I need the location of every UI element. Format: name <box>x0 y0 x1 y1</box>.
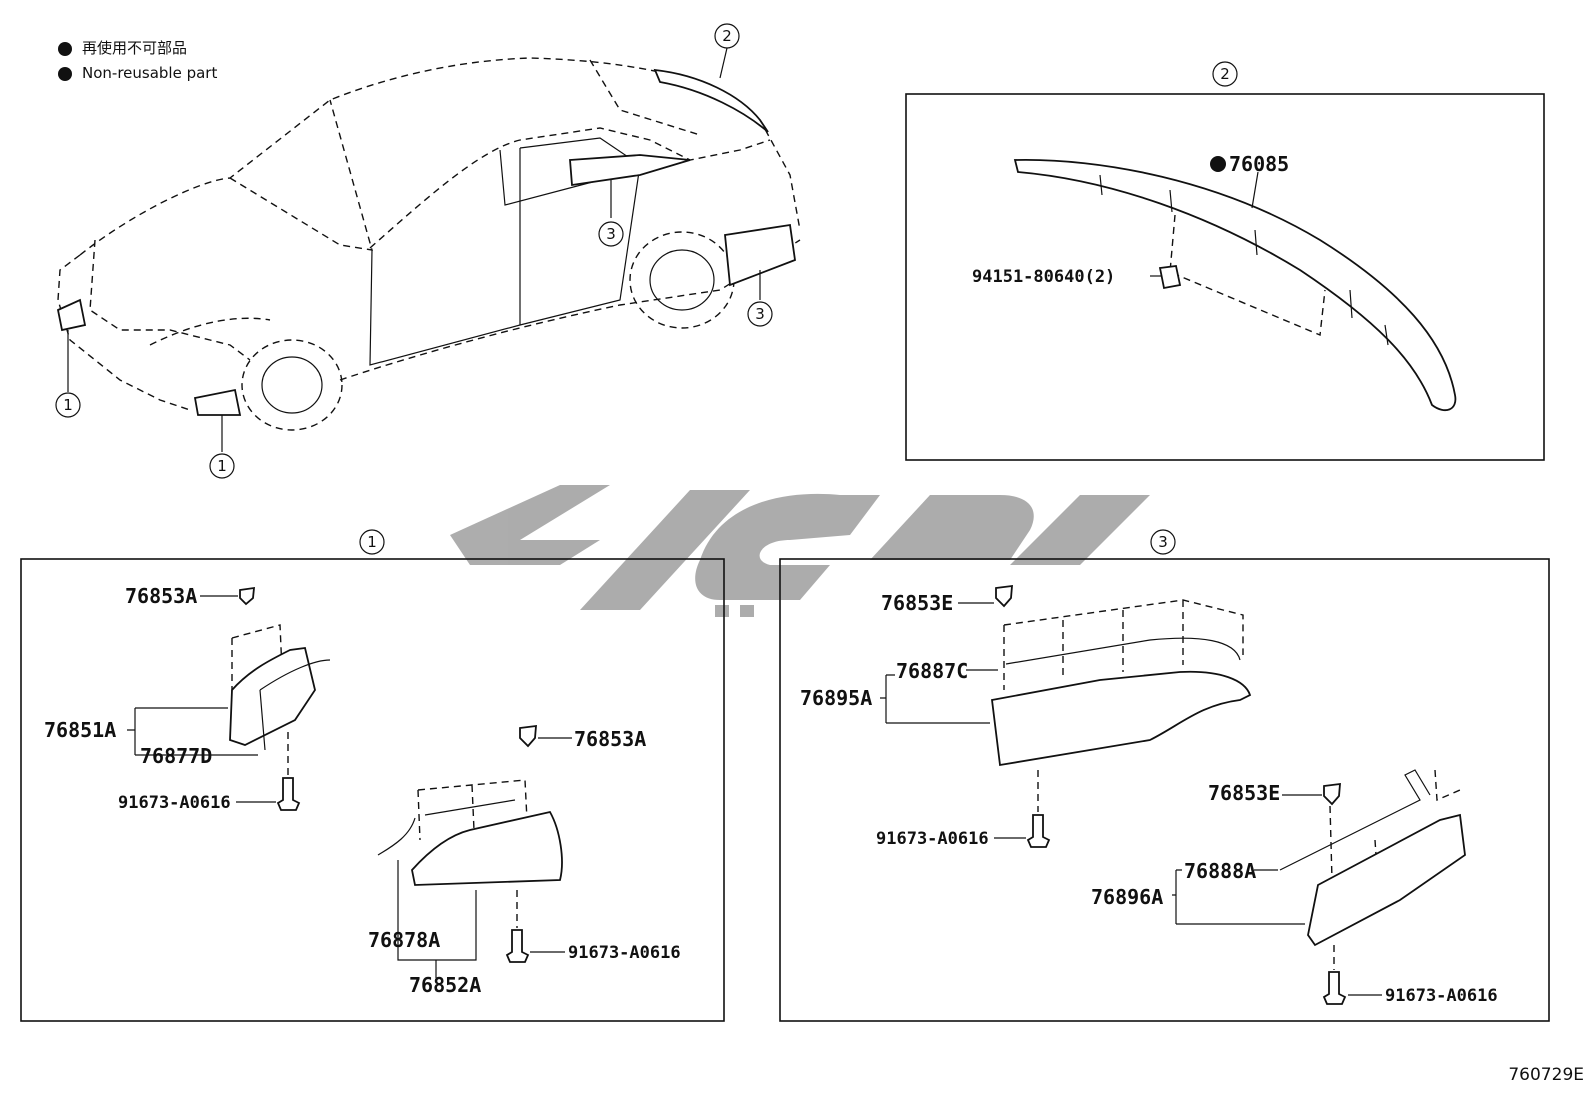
part-number-label: 76877D <box>140 744 212 768</box>
part-number-label: 76853E <box>881 591 953 615</box>
seal-76887c-part <box>1005 637 1241 665</box>
rear-wheel-arch <box>629 231 735 329</box>
spoiler-clips <box>1099 174 1389 346</box>
car-side-extension-part <box>569 154 691 187</box>
car-windshield <box>229 99 373 251</box>
car-headlamp <box>149 317 271 346</box>
leader-line <box>719 47 728 79</box>
seal-76877d-part <box>259 659 331 751</box>
panel-1-front-extensions: 1 76853A 76851A 76877D 91673-A0616 76853… <box>20 529 725 1022</box>
car-roof-line <box>369 127 771 249</box>
car-b-pillar <box>499 149 601 206</box>
car-front-extension-left <box>56 298 87 332</box>
extension-76852a-part <box>411 810 563 886</box>
car-body-outline <box>79 57 801 256</box>
callout-number: 1 <box>63 396 73 414</box>
seal-76878a-part <box>377 799 516 856</box>
front-wheel-arch <box>241 339 343 431</box>
part-number-label: 76887C <box>896 659 968 683</box>
front-wheel <box>261 356 323 414</box>
car-front-bumper <box>57 254 191 411</box>
callout-circle <box>1150 529 1176 555</box>
panel-2-spoiler: 2 76085 94151-80640(2) <box>905 61 1545 461</box>
car-hood-edge <box>89 239 251 361</box>
part-number-label: 76895A <box>800 686 872 710</box>
figure-id: 760729E <box>1508 1065 1584 1085</box>
callout-circle <box>359 529 385 555</box>
leader-line <box>1251 171 1259 209</box>
callout-number: 3 <box>1158 533 1168 551</box>
non-reusable-dot-icon <box>58 41 72 56</box>
part-number-label: 91673-A0616 <box>568 943 681 963</box>
part-number-label: 91673-A0616 <box>1385 986 1498 1006</box>
bracket-leader <box>1172 869 1305 925</box>
panel-3-frame <box>779 558 1550 1022</box>
part-number-label: 76896A <box>1091 885 1163 909</box>
extension-76851a-part <box>229 647 316 746</box>
car-rear-window <box>589 59 701 136</box>
car-rear-extension-part <box>724 223 796 287</box>
dashed-guides <box>1003 599 1244 690</box>
clip-76853a-part <box>239 586 256 606</box>
bolt-91673-part <box>505 929 530 963</box>
panel-1-frame <box>20 558 725 1022</box>
part-number-label: 76878A <box>368 928 440 952</box>
extension-76896a-part <box>1307 813 1466 947</box>
part-number-label: 76853A <box>125 584 197 608</box>
callout-number: 1 <box>217 457 227 475</box>
bracket-leader <box>880 674 990 724</box>
part-number-label: 94151-80640(2) <box>972 267 1115 287</box>
clip-76853e-part <box>1323 782 1341 806</box>
spoiler-nut-part <box>1158 265 1182 290</box>
legend-row: 再使用不可部品 <box>58 36 217 61</box>
bolt-91673-part <box>276 777 301 811</box>
clip-76853a-part <box>519 724 537 748</box>
part-number-label: 91673-A0616 <box>118 793 231 813</box>
legend-row: Non-reusable part <box>58 61 217 86</box>
legend: 再使用不可部品 Non-reusable part <box>58 36 217 86</box>
callout-number: 1 <box>367 533 377 551</box>
callout-circle <box>714 23 740 49</box>
callout-number: 3 <box>755 305 765 323</box>
callout-circle <box>1212 61 1238 87</box>
panel-2-frame <box>905 93 1545 461</box>
panel-3-rear-extensions: 3 76853E 76887C 76895A 91673-A0616 76853… <box>779 529 1550 1022</box>
car-rocker <box>339 239 801 381</box>
legend-text-en: Non-reusable part <box>82 64 218 82</box>
car-front-door <box>369 148 521 366</box>
callout-circle <box>598 221 624 247</box>
callout-circle <box>747 301 773 327</box>
part-number-label: 76853A <box>574 727 646 751</box>
spoiler-dashed-guides <box>1169 214 1326 337</box>
car-front-extension-right <box>193 388 242 416</box>
bolt-91673-part <box>1026 814 1051 848</box>
non-reusable-dot-icon <box>1210 156 1226 172</box>
dashed-guides <box>417 779 528 841</box>
part-number-label: 76888A <box>1184 859 1256 883</box>
part-number-label: 76852A <box>409 973 481 997</box>
watermark-logo <box>450 485 1150 617</box>
bracket-leader <box>397 860 477 961</box>
part-number-label: 76085 <box>1229 152 1289 176</box>
part-number-label: 91673-A0616 <box>876 829 989 849</box>
callout-circle <box>209 453 235 479</box>
bolt-91673-part <box>1322 971 1347 1005</box>
clip-76853e-part <box>995 584 1013 608</box>
part-number-label: 76853E <box>1208 781 1280 805</box>
non-reusable-dot-icon <box>58 66 72 81</box>
callout-number: 3 <box>606 225 616 243</box>
callout-number: 2 <box>722 27 732 45</box>
rear-spoiler-part <box>1013 158 1457 412</box>
car-spoiler-part <box>653 68 769 133</box>
legend-text-jp: 再使用不可部品 <box>82 39 188 57</box>
extension-76895a-part <box>991 670 1252 767</box>
car-overview: 2 3 3 1 1 <box>55 23 801 479</box>
bracket-leader <box>127 707 258 756</box>
rear-wheel <box>649 249 715 311</box>
part-number-label: 76851A <box>44 718 116 742</box>
seal-76888a-part <box>1279 769 1431 871</box>
callout-circle <box>55 392 81 418</box>
callout-number: 2 <box>1220 65 1230 83</box>
